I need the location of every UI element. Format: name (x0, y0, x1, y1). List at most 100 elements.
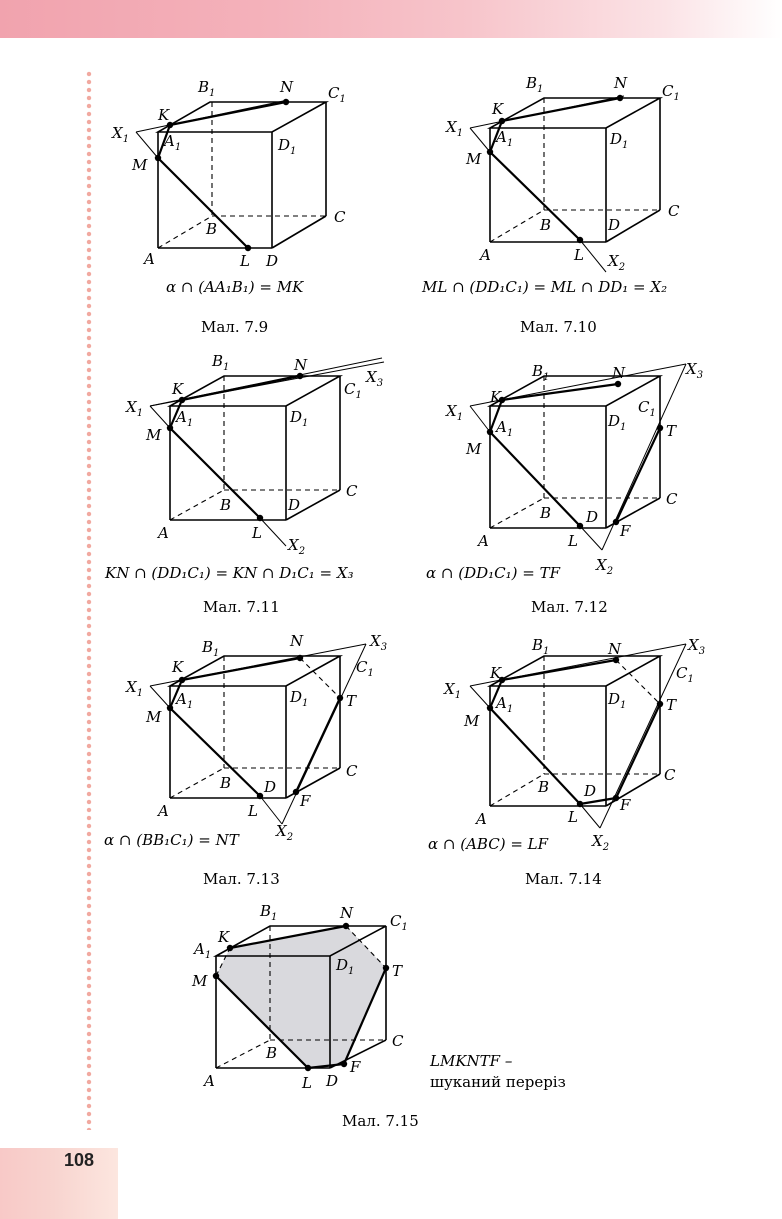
svg-text:A: A (476, 532, 489, 550)
svg-text:C: C (668, 202, 680, 220)
svg-text:L: L (573, 246, 584, 264)
svg-text:M: M (463, 712, 480, 730)
svg-text:L: L (567, 808, 578, 826)
relation-7-12: α ∩ (DD₁C₁) = TF (426, 564, 561, 582)
svg-text:A1: A1 (494, 418, 513, 439)
svg-text:T: T (392, 962, 403, 980)
svg-text:D1: D1 (289, 688, 308, 709)
relation-7-9: α ∩ (AA₁B₁) = MK (166, 278, 304, 296)
svg-text:D: D (325, 1072, 338, 1090)
svg-text:B: B (265, 1044, 277, 1062)
svg-text:A: A (156, 524, 169, 542)
svg-text:B: B (219, 496, 231, 514)
figure-7-12: B1 N X3 C1 K X1 A1 D1 T M C B D F A L X2 (445, 360, 703, 577)
svg-text:B1: B1 (531, 362, 549, 383)
svg-text:X3: X3 (685, 360, 703, 381)
svg-text:A1: A1 (174, 690, 193, 711)
margin-dot-column (85, 70, 93, 1130)
svg-text:C: C (392, 1032, 404, 1050)
svg-text:B1: B1 (211, 352, 229, 373)
svg-text:K: K (171, 658, 184, 676)
svg-text:C: C (666, 490, 678, 508)
svg-text:B1: B1 (201, 638, 219, 659)
svg-text:B1: B1 (259, 902, 277, 923)
svg-text:X2: X2 (287, 536, 305, 557)
svg-text:B: B (539, 216, 551, 234)
svg-text:D1: D1 (607, 412, 626, 433)
svg-text:C1: C1 (356, 658, 374, 679)
svg-text:C1: C1 (390, 912, 408, 933)
svg-text:T: T (346, 692, 357, 710)
svg-text:X3: X3 (687, 636, 705, 657)
page-number: 108 (64, 1150, 95, 1170)
svg-text:N: N (289, 632, 304, 650)
svg-text:X1: X1 (445, 118, 463, 139)
svg-text:A: A (142, 250, 155, 268)
relation-7-10: ML ∩ (DD₁C₁) = ML ∩ DD₁ = X₂ (422, 278, 668, 296)
caption-7-14: Мал. 7.14 (525, 870, 602, 888)
figure-7-10: B1 N C1 K X1 A1 D1 M C B D A L X2 (445, 74, 680, 273)
section-polygon-name: LMKNTF – (430, 1052, 513, 1070)
svg-text:N: N (279, 78, 294, 96)
svg-text:X3: X3 (369, 632, 387, 653)
svg-text:K: K (217, 928, 230, 946)
svg-text:B: B (219, 774, 231, 792)
caption-7-11: Мал. 7.11 (203, 598, 280, 616)
svg-text:N: N (339, 904, 354, 922)
svg-text:X1: X1 (445, 402, 463, 423)
svg-text:A1: A1 (192, 940, 211, 961)
svg-text:K: K (157, 106, 170, 124)
svg-text:M: M (465, 150, 482, 168)
svg-text:F: F (349, 1058, 361, 1076)
figure-7-9: B1 N C1 K X1 A1 D1 M C B A L D (111, 78, 346, 270)
svg-text:B1: B1 (531, 636, 549, 657)
svg-text:D: D (287, 496, 300, 514)
section-note: LMKNTF – шуканий переріз (430, 1051, 566, 1093)
svg-text:F: F (619, 796, 631, 814)
svg-text:X2: X2 (607, 252, 625, 273)
caption-7-10: Мал. 7.10 (520, 318, 597, 336)
svg-text:C1: C1 (344, 380, 362, 401)
svg-text:X2: X2 (591, 832, 609, 853)
svg-text:L: L (567, 532, 578, 550)
svg-text:X2: X2 (595, 556, 613, 577)
section-description: шуканий переріз (430, 1073, 566, 1091)
svg-text:L: L (239, 252, 250, 270)
svg-text:B1: B1 (525, 74, 543, 95)
svg-text:N: N (607, 640, 622, 658)
svg-text:K: K (171, 380, 184, 398)
svg-text:A1: A1 (162, 132, 181, 153)
svg-text:C1: C1 (662, 82, 680, 103)
svg-text:L: L (301, 1074, 312, 1092)
svg-text:D: D (263, 778, 276, 796)
svg-text:L: L (251, 524, 262, 542)
svg-text:A1: A1 (174, 408, 193, 429)
svg-text:M: M (131, 156, 148, 174)
svg-text:K: K (489, 388, 502, 406)
svg-text:A1: A1 (494, 694, 513, 715)
svg-text:D: D (585, 508, 598, 526)
top-decorative-band (0, 0, 782, 38)
svg-text:M: M (145, 426, 162, 444)
svg-text:M: M (145, 708, 162, 726)
svg-text:B1: B1 (197, 78, 215, 99)
relation-7-11: KN ∩ (DD₁C₁) = KN ∩ D₁C₁ = X₃ (105, 564, 354, 582)
svg-text:C1: C1 (328, 84, 346, 105)
figure-7-15: B1 N C1 K A1 D1 T M C B F A L D (191, 902, 408, 1092)
svg-text:D1: D1 (607, 690, 626, 711)
figure-7-13: B1 N X3 C1 K X1 A1 D1 T M C B D F A L X2 (125, 632, 387, 843)
page-number-tab (0, 1148, 118, 1219)
caption-7-13: Мал. 7.13 (203, 870, 280, 888)
svg-text:M: M (191, 972, 208, 990)
figure-7-11: B1 N C1 X3 K X1 A1 D1 M C B D A L X2 (125, 352, 385, 557)
svg-text:D1: D1 (335, 956, 354, 977)
svg-text:M: M (465, 440, 482, 458)
svg-text:B: B (205, 220, 217, 238)
caption-7-9: Мал. 7.9 (201, 318, 269, 336)
svg-text:C1: C1 (676, 664, 694, 685)
svg-text:D: D (583, 782, 596, 800)
svg-text:N: N (613, 74, 628, 92)
caption-7-15: Мал. 7.15 (342, 1112, 419, 1130)
svg-text:X1: X1 (125, 678, 143, 699)
svg-text:F: F (619, 522, 631, 540)
